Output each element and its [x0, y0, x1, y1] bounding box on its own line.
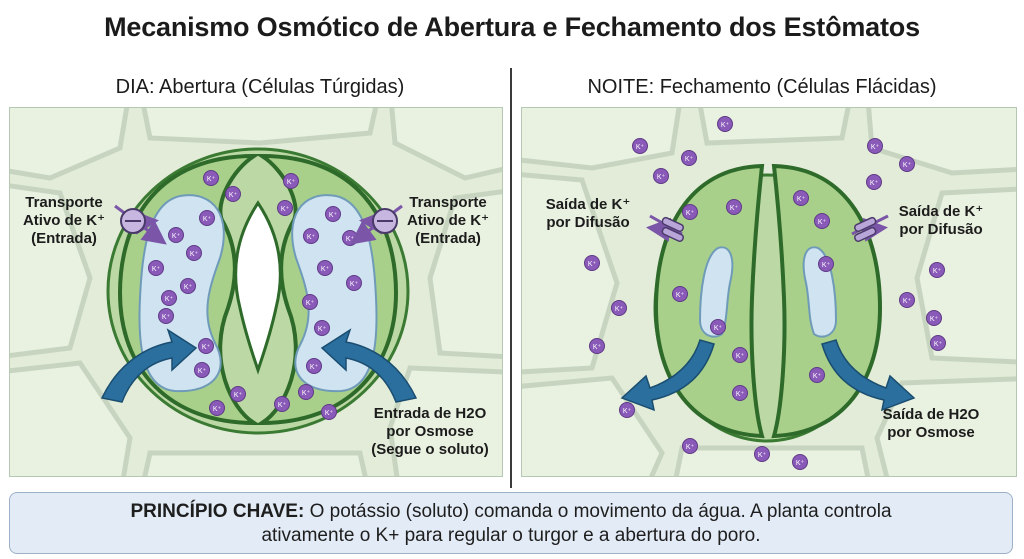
day-k-ions: K⁺ K⁺ K⁺ K⁺ K⁺ K⁺ K⁺ K⁺ K⁺ K⁺ K⁺ K⁺ K⁺ K…	[148, 170, 362, 420]
svg-text:K⁺: K⁺	[588, 261, 597, 268]
svg-text:K⁺: K⁺	[615, 306, 624, 313]
svg-text:K⁺: K⁺	[202, 344, 211, 351]
svg-text:K⁺: K⁺	[207, 176, 216, 183]
day-water-arrow-right	[320, 328, 418, 403]
panel-divider	[510, 68, 512, 488]
svg-text:K⁺: K⁺	[721, 122, 730, 129]
svg-text:K⁺: K⁺	[685, 156, 694, 163]
night-k-ions: K⁺ K⁺ K⁺ K⁺ K⁺ K⁺ K⁺ K⁺ K⁺ K⁺ K⁺ K⁺ K⁺ K…	[584, 116, 946, 470]
svg-text:K⁺: K⁺	[306, 300, 315, 307]
svg-text:K⁺: K⁺	[813, 373, 822, 380]
svg-text:K⁺: K⁺	[676, 292, 685, 299]
svg-text:K⁺: K⁺	[165, 296, 174, 303]
svg-text:K⁺: K⁺	[714, 325, 723, 332]
svg-text:K⁺: K⁺	[213, 406, 222, 413]
svg-text:K⁺: K⁺	[796, 460, 805, 467]
svg-text:K⁺: K⁺	[162, 314, 171, 321]
day-panel-title: DIA: Abertura (Células Túrgidas)	[115, 76, 405, 98]
svg-text:K⁺: K⁺	[758, 452, 767, 459]
svg-text:K⁺: K⁺	[736, 391, 745, 398]
svg-text:K⁺: K⁺	[736, 353, 745, 360]
svg-text:K⁺: K⁺	[350, 281, 359, 288]
key-principle-box: PRINCÍPIO CHAVE: O potássio (soluto) com…	[9, 492, 1013, 554]
svg-text:K⁺: K⁺	[278, 402, 287, 409]
svg-text:K⁺: K⁺	[871, 144, 880, 151]
svg-text:K⁺: K⁺	[184, 284, 193, 291]
svg-text:K⁺: K⁺	[329, 212, 338, 219]
svg-text:K⁺: K⁺	[152, 266, 161, 273]
svg-text:K⁺: K⁺	[933, 268, 942, 275]
svg-text:K⁺: K⁺	[281, 206, 290, 213]
svg-text:K⁺: K⁺	[318, 326, 327, 333]
svg-text:K⁺: K⁺	[172, 233, 181, 240]
day-water-arrow-left	[100, 328, 198, 403]
day-k-pump-left	[114, 204, 167, 245]
night-water-arrow-left	[620, 339, 715, 412]
svg-text:K⁺: K⁺	[818, 219, 827, 226]
night-k-channel-right	[851, 214, 889, 243]
svg-text:K⁺: K⁺	[234, 392, 243, 399]
svg-text:K⁺: K⁺	[657, 174, 666, 181]
svg-text:K⁺: K⁺	[346, 236, 355, 243]
night-k-channel-left	[646, 214, 685, 243]
svg-text:K⁺: K⁺	[870, 180, 879, 187]
svg-text:K⁺: K⁺	[229, 192, 238, 199]
svg-text:K⁺: K⁺	[593, 344, 602, 351]
svg-text:K⁺: K⁺	[686, 444, 695, 451]
svg-text:K⁺: K⁺	[287, 179, 296, 186]
night-stomata-illustration: K⁺ K⁺ K⁺ K⁺ K⁺ K⁺ K⁺ K⁺ K⁺ K⁺ K⁺ K⁺ K⁺ K…	[522, 108, 1016, 476]
day-stomata-illustration: K⁺ K⁺ K⁺ K⁺ K⁺ K⁺ K⁺ K⁺ K⁺ K⁺ K⁺ K⁺ K⁺ K…	[10, 108, 502, 476]
night-label-k-efflux-right: Saída de K⁺por Difusão	[898, 203, 984, 238]
diagram-title: Mecanismo Osmótico de Abertura e Fechame…	[104, 12, 920, 42]
svg-text:K⁺: K⁺	[325, 410, 334, 417]
svg-text:K⁺: K⁺	[730, 205, 739, 212]
svg-text:K⁺: K⁺	[302, 390, 311, 397]
night-panel-title: NOITE: Fechamento (Células Flácidas)	[587, 76, 937, 98]
night-panel: K⁺ K⁺ K⁺ K⁺ K⁺ K⁺ K⁺ K⁺ K⁺ K⁺ K⁺ K⁺ K⁺ K…	[521, 107, 1017, 477]
svg-text:K⁺: K⁺	[321, 266, 330, 273]
night-water-arrow-right	[821, 339, 916, 412]
svg-text:K⁺: K⁺	[686, 210, 695, 217]
svg-text:K⁺: K⁺	[310, 364, 319, 371]
svg-text:K⁺: K⁺	[636, 144, 645, 151]
key-principle-heading: PRINCÍPIO CHAVE:	[130, 501, 305, 522]
svg-text:K⁺: K⁺	[190, 251, 199, 258]
day-panel: K⁺ K⁺ K⁺ K⁺ K⁺ K⁺ K⁺ K⁺ K⁺ K⁺ K⁺ K⁺ K⁺ K…	[9, 107, 503, 477]
svg-text:K⁺: K⁺	[903, 298, 912, 305]
svg-text:K⁺: K⁺	[930, 316, 939, 323]
key-principle-line1: PRINCÍPIO CHAVE: O potássio (soluto) com…	[130, 501, 892, 522]
svg-text:K⁺: K⁺	[797, 196, 806, 203]
svg-text:K⁺: K⁺	[822, 262, 831, 269]
svg-text:K⁺: K⁺	[623, 408, 632, 415]
night-label-k-efflux-left: Saída de K⁺por Difusão	[545, 196, 631, 231]
svg-text:K⁺: K⁺	[203, 216, 212, 223]
svg-text:K⁺: K⁺	[307, 234, 316, 241]
day-k-pump-right	[350, 204, 403, 245]
svg-text:K⁺: K⁺	[903, 162, 912, 169]
svg-text:K⁺: K⁺	[934, 341, 943, 348]
key-principle-line2: ativamente o K+ para regular o turgor e …	[261, 525, 761, 546]
svg-text:K⁺: K⁺	[198, 368, 207, 375]
